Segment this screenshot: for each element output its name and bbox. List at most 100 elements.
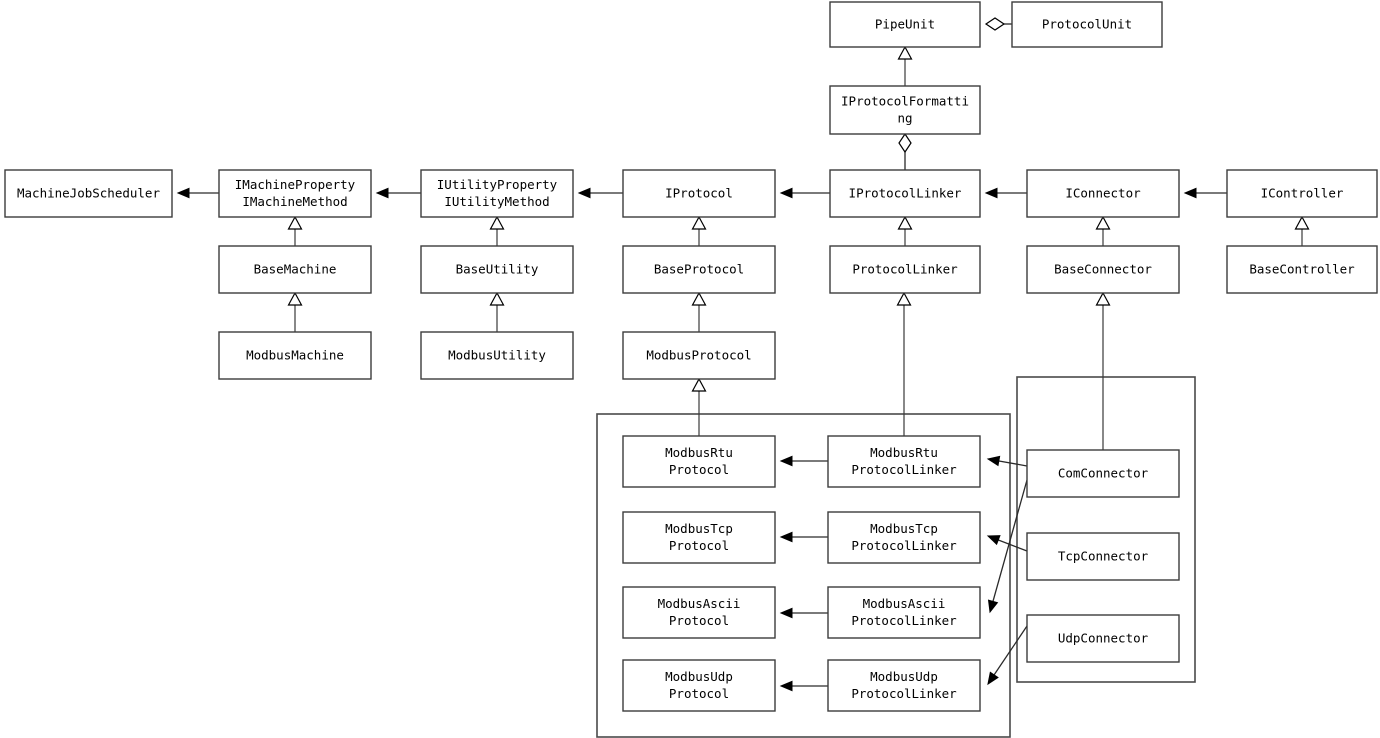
node-box-protocol-unit[interactable] bbox=[1011, 1, 1163, 48]
node-box-modbus-protocol[interactable] bbox=[622, 331, 776, 380]
node-label-protocol-unit: ProtocolUnit bbox=[1042, 16, 1132, 31]
node-box-base-protocol[interactable] bbox=[622, 245, 776, 294]
class-node-base-machine[interactable]: BaseMachine bbox=[218, 245, 372, 294]
node-box-base-connector[interactable] bbox=[1026, 245, 1180, 294]
edge-e-iutility-iprotocol bbox=[577, 187, 623, 199]
node-box-modbus-tcp-protocol[interactable] bbox=[622, 511, 776, 564]
node-box-base-utility[interactable] bbox=[420, 245, 574, 294]
group-container-protocol-group bbox=[596, 413, 1011, 738]
class-node-icontroller[interactable]: IController bbox=[1226, 169, 1378, 218]
node-label-iconnector: IConnector bbox=[1065, 185, 1141, 200]
node-box-base-machine[interactable] bbox=[218, 245, 372, 294]
edge-e-pipeunit-protocolunit bbox=[984, 17, 1012, 31]
edge-e-rtulinker-protocollinker bbox=[896, 291, 912, 436]
class-node-machine-job-scheduler[interactable]: MachineJobScheduler bbox=[4, 169, 173, 218]
class-node-iprotocol[interactable]: IProtocol bbox=[622, 169, 776, 218]
node-box-modbus-ascii-protocol-linker[interactable] bbox=[827, 586, 981, 639]
class-node-com-connector[interactable]: ComConnector bbox=[1026, 449, 1180, 498]
edge-e-tcplinker-tcpprotocol bbox=[779, 531, 828, 543]
node-label-iprotocol: IProtocol bbox=[665, 185, 733, 200]
node-box-pipe-unit[interactable] bbox=[829, 1, 981, 48]
node-box-base-controller[interactable] bbox=[1226, 245, 1378, 294]
node-box-modbus-ascii-protocol[interactable] bbox=[622, 586, 776, 639]
node-box-modbus-machine[interactable] bbox=[218, 331, 372, 380]
node-box-tcp-connector[interactable] bbox=[1026, 532, 1180, 581]
class-node-modbus-utility[interactable]: ModbusUtility bbox=[420, 331, 574, 380]
node-box-modbus-tcp-protocol-linker[interactable] bbox=[827, 511, 981, 564]
edge-e-tcp-tcplinker bbox=[986, 535, 1028, 552]
edge-e-com-asciilinker bbox=[987, 479, 1028, 614]
node-box-iprotocol-formatting[interactable] bbox=[829, 85, 981, 135]
class-node-protocol-linker[interactable]: ProtocolLinker bbox=[829, 245, 981, 294]
node-box-modbus-udp-protocol-linker[interactable] bbox=[827, 659, 981, 712]
class-node-tcp-connector[interactable]: TcpConnector bbox=[1026, 532, 1180, 581]
edge-e-udp-udplinker bbox=[987, 625, 1028, 686]
edge-e-iconnector-icontroller bbox=[1183, 187, 1227, 199]
edge-e-rtuprotocol-modbus bbox=[691, 377, 707, 436]
class-node-pipe-unit[interactable]: PipeUnit bbox=[829, 1, 981, 48]
node-box-iprotocol-linker[interactable] bbox=[829, 169, 981, 218]
class-node-iprotocol-linker[interactable]: IProtocolLinker bbox=[829, 169, 981, 218]
edge-e-basecontroller-icontroller bbox=[1294, 215, 1310, 246]
node-box-udp-connector[interactable] bbox=[1026, 614, 1180, 663]
node-label-modbus-protocol: ModbusProtocol bbox=[646, 347, 751, 362]
group-containers bbox=[596, 376, 1196, 738]
node-label-base-machine: BaseMachine bbox=[254, 261, 337, 276]
edge-e-modbusprotocol-base bbox=[691, 291, 707, 332]
node-box-icontroller[interactable] bbox=[1226, 169, 1378, 218]
edge-e-asciilinker-asciiprotocol bbox=[779, 607, 828, 619]
node-box-modbus-rtu-protocol[interactable] bbox=[622, 435, 776, 488]
node-box-modbus-udp-protocol[interactable] bbox=[622, 659, 776, 712]
edge-e-baseutility-iutility bbox=[489, 215, 505, 246]
class-node-base-protocol[interactable]: BaseProtocol bbox=[622, 245, 776, 294]
node-box-modbus-utility[interactable] bbox=[420, 331, 574, 380]
edge-e-pipeunit-iformatting bbox=[897, 45, 913, 86]
edge-e-comconnector-baseconnector bbox=[1095, 291, 1111, 450]
node-box-machine-job-scheduler[interactable] bbox=[4, 169, 173, 218]
node-label-protocol-linker: ProtocolLinker bbox=[852, 261, 958, 276]
class-node-modbus-machine[interactable]: ModbusMachine bbox=[218, 331, 372, 380]
node-box-com-connector[interactable] bbox=[1026, 449, 1180, 498]
node-label-base-controller: BaseController bbox=[1249, 261, 1355, 276]
class-node-iconnector[interactable]: IConnector bbox=[1026, 169, 1180, 218]
edge-e-udplinker-udpprotocol bbox=[779, 680, 828, 692]
node-box-iutility-property-method[interactable] bbox=[420, 169, 574, 218]
node-label-com-connector: ComConnector bbox=[1058, 465, 1149, 480]
class-node-base-utility[interactable]: BaseUtility bbox=[420, 245, 574, 294]
class-node-protocol-unit[interactable]: ProtocolUnit bbox=[1011, 1, 1163, 48]
class-node-udp-connector[interactable]: UdpConnector bbox=[1026, 614, 1180, 663]
node-box-iconnector[interactable] bbox=[1026, 169, 1180, 218]
node-box-iprotocol[interactable] bbox=[622, 169, 776, 218]
edge-e-ilinker-iconnector bbox=[984, 187, 1027, 199]
class-node-base-controller[interactable]: BaseController bbox=[1226, 245, 1378, 294]
relationship-edges bbox=[176, 17, 1310, 692]
node-box-modbus-rtu-protocol-linker[interactable] bbox=[827, 435, 981, 488]
node-label-base-protocol: BaseProtocol bbox=[654, 261, 744, 276]
class-node-base-connector[interactable]: BaseConnector bbox=[1026, 245, 1180, 294]
class-node-modbus-protocol[interactable]: ModbusProtocol bbox=[622, 331, 776, 380]
node-label-icontroller: IController bbox=[1261, 185, 1344, 200]
node-label-iprotocol-linker: IProtocolLinker bbox=[849, 185, 962, 200]
edge-e-rtulinker-rtuprotocol bbox=[779, 455, 828, 467]
node-box-protocol-linker[interactable] bbox=[829, 245, 981, 294]
node-box-imachine-property-method[interactable] bbox=[218, 169, 372, 218]
